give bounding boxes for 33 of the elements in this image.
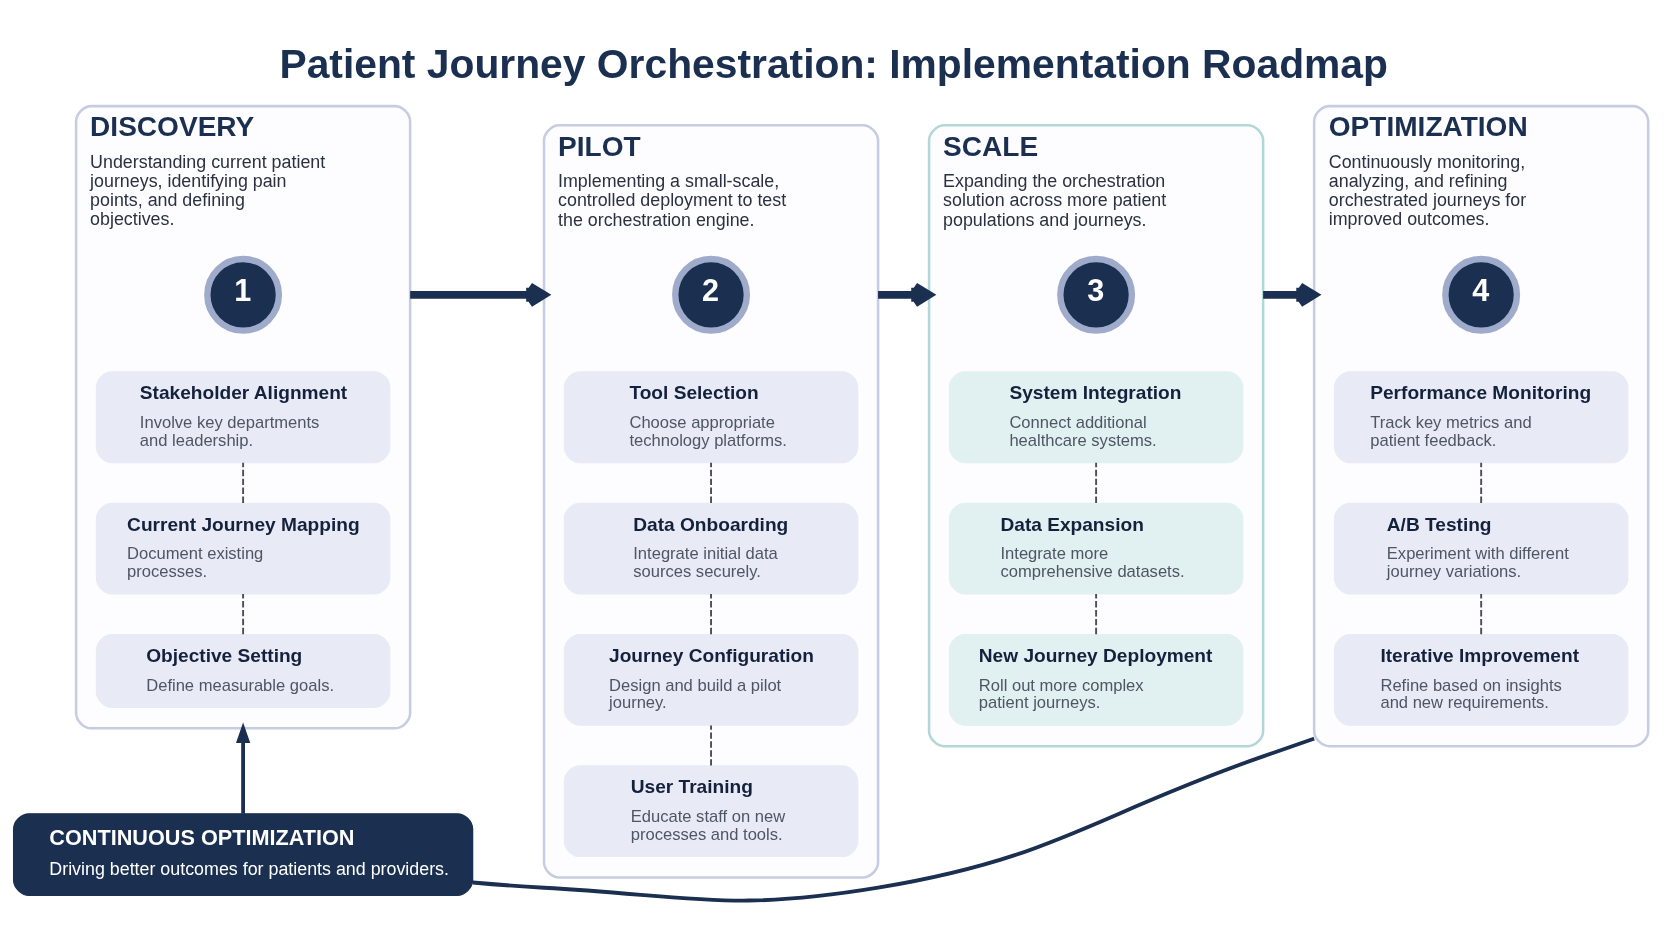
node-box: Journey Configuration Design and build a pilot journey. [563, 633, 859, 726]
node-box: Performance Monitoring Track key metrics and patient feedback. [1333, 370, 1629, 463]
node-box: A/B Testing Experiment with different journey variations. [1333, 502, 1629, 594]
node-box: User Training Educate staff on new processes and tools. [563, 764, 859, 857]
node-box: New Journey Deployment Roll out more complex patient journeys. [948, 633, 1244, 726]
node-box: System Integration Connect additional healthcare systems. [948, 370, 1244, 463]
connector [710, 461, 712, 504]
connector [710, 723, 712, 766]
connector [1095, 461, 1098, 504]
node-box: Objective Setting Define measurable goals. [95, 633, 391, 708]
node-box: Data Expansion Integrate more comprehensive datasets. [948, 502, 1244, 594]
node-circle: 4 [1442, 255, 1521, 334]
node-box: CONTINUOUS OPTIMIZATION Driving better outcomes for patients and providers. [12, 812, 474, 896]
arrow [410, 281, 549, 307]
arrow [1263, 281, 1319, 307]
node-box: Data Onboarding Integrate initial data sources securely. [563, 502, 859, 594]
node-box: Stakeholder Alignment Involve key departments and leadership. [95, 370, 391, 463]
node-circle: 3 [1057, 255, 1136, 334]
connector [1480, 592, 1483, 635]
diagram-title: Patient Journey Orchestration: Implementation Roadmap [279, 40, 1388, 87]
arrow [878, 281, 934, 307]
connector [710, 592, 712, 635]
connector [242, 592, 245, 635]
node-circle: 1 [204, 255, 283, 334]
arrow [235, 722, 251, 814]
connector [1480, 461, 1483, 504]
connector [472, 736, 1315, 902]
node-circle: 2 [672, 255, 751, 334]
connector [1095, 592, 1098, 635]
connector [242, 461, 245, 504]
node-box: Iterative Improvement Refine based on insights and new requirements. [1333, 633, 1629, 726]
node-box: Tool Selection Choose appropriate technology platforms. [563, 370, 859, 463]
node-box: Current Journey Mapping Document existing processes. [95, 502, 391, 594]
